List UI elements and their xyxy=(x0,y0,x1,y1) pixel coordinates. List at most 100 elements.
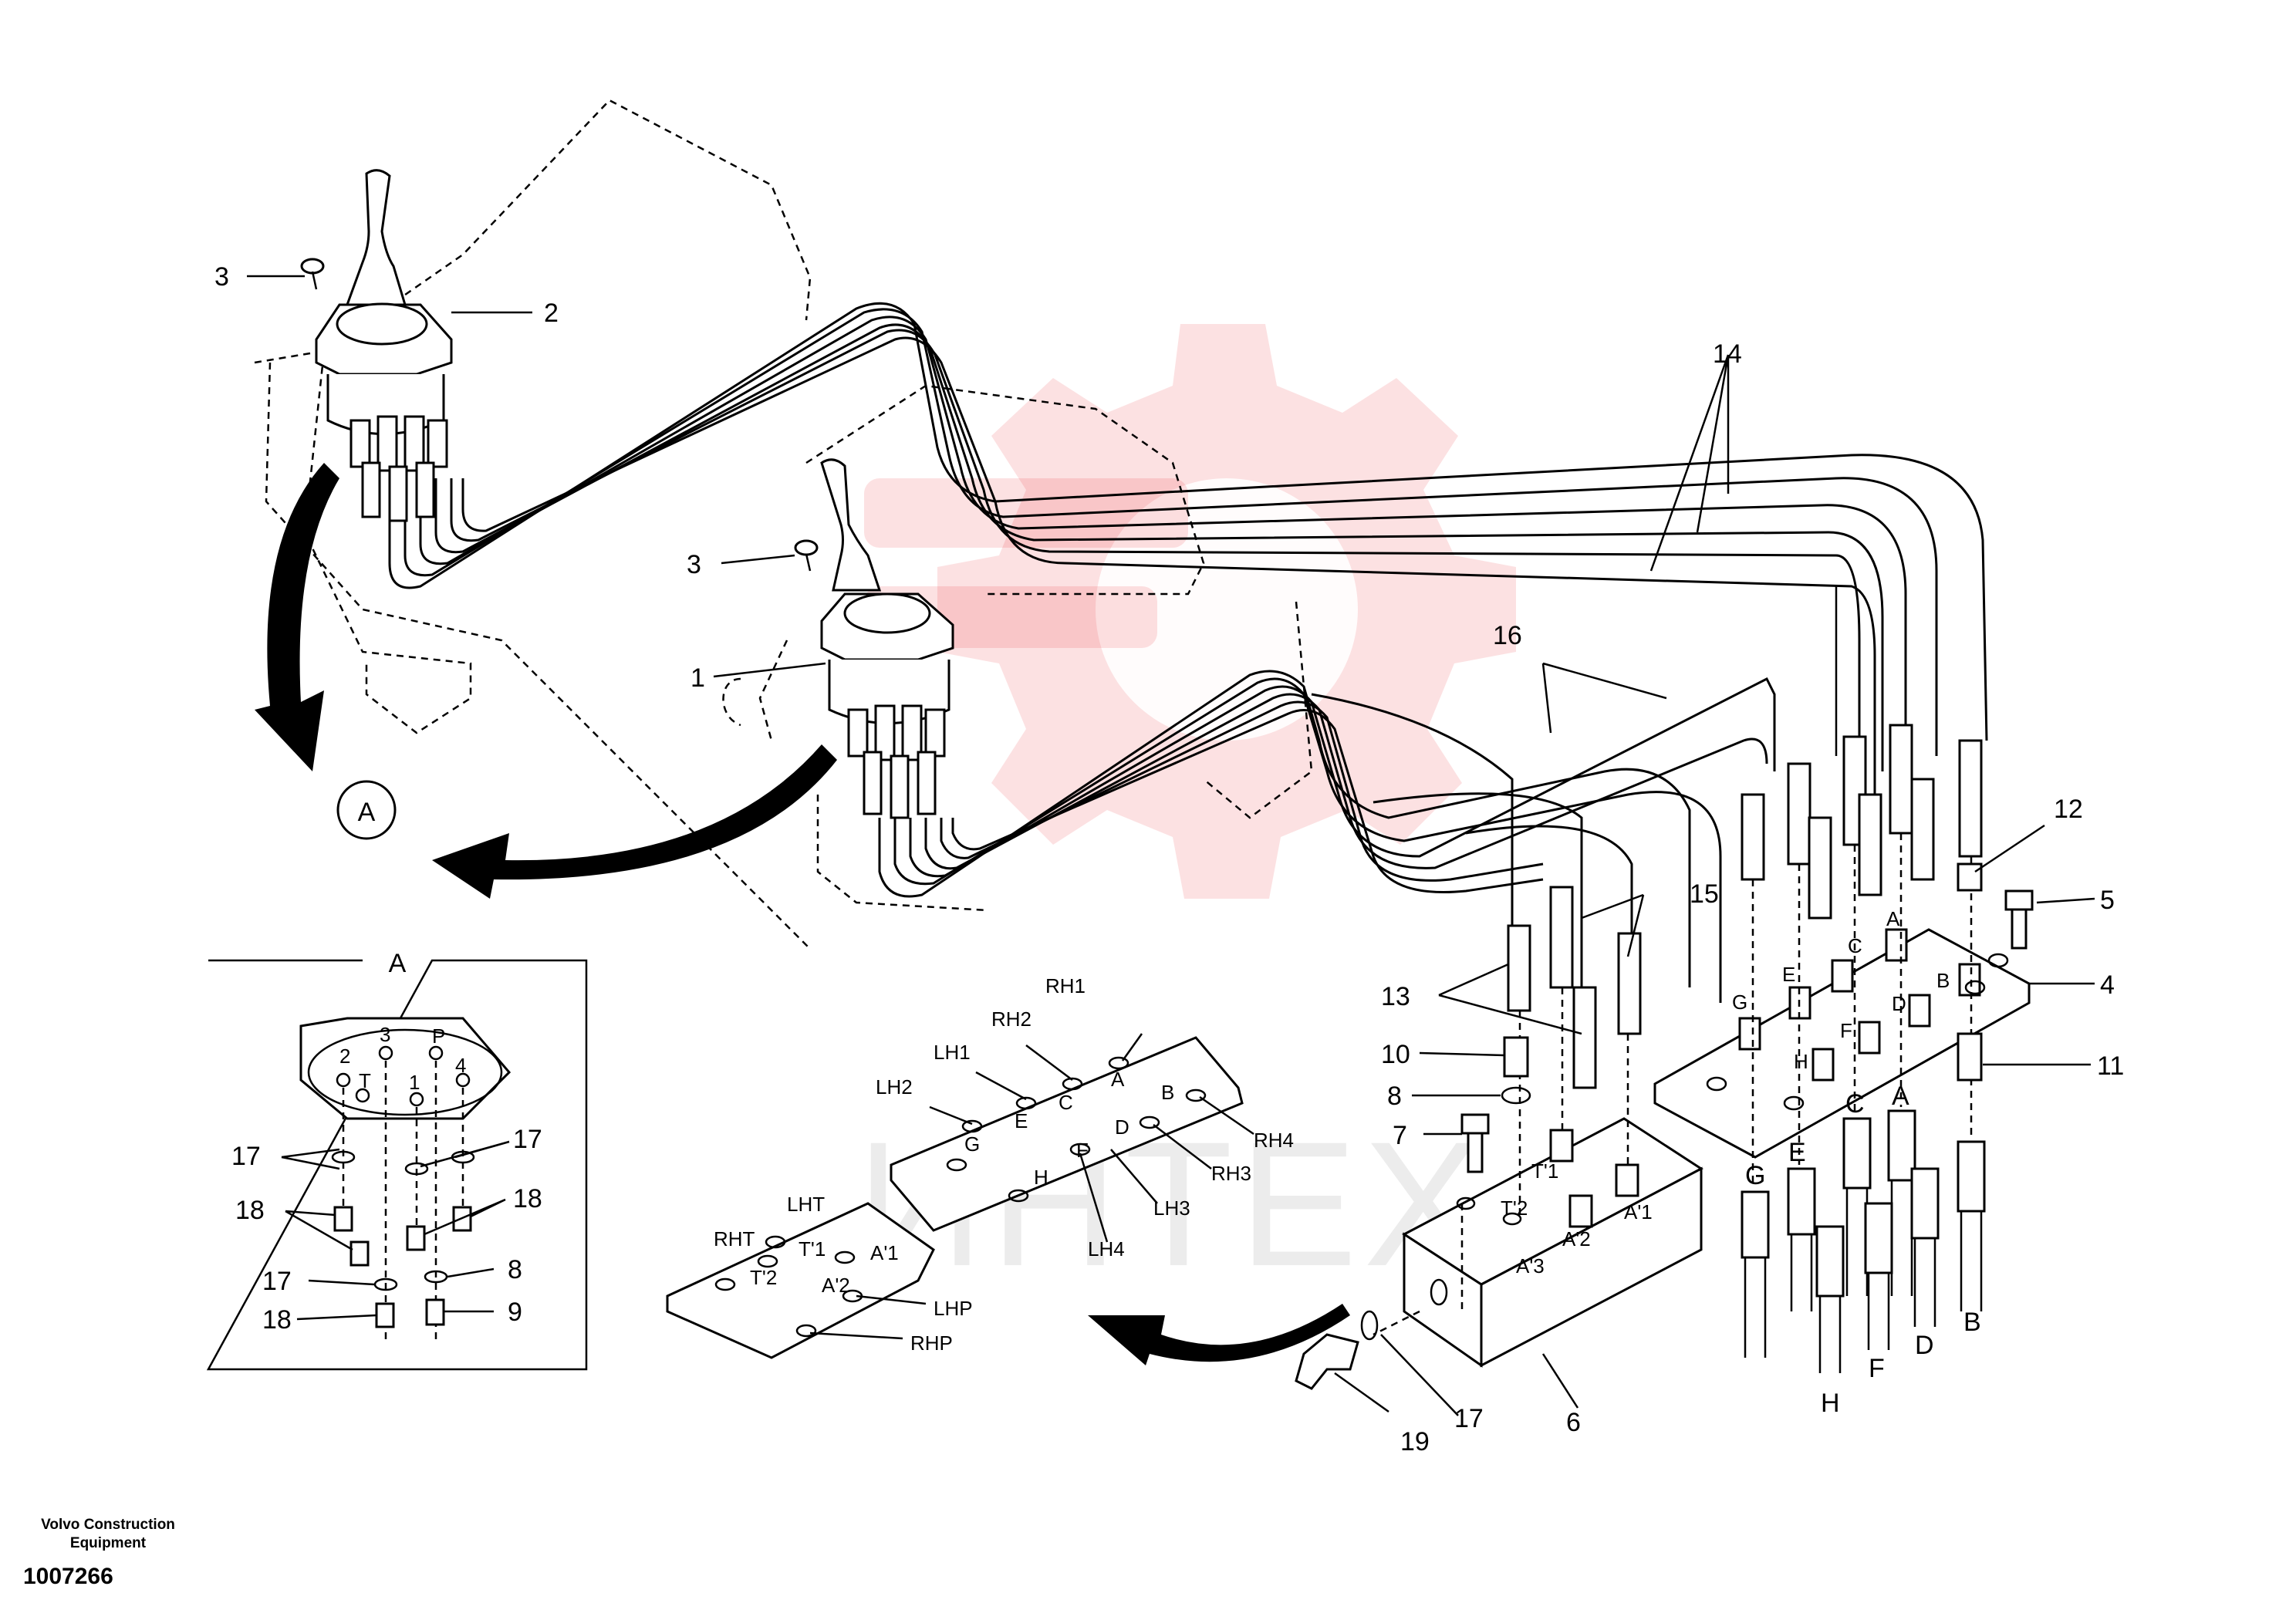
label-block-t2: T'2 xyxy=(1501,1196,1528,1220)
valve-plate-labels: A B C D E F G H xyxy=(1732,907,1950,1073)
lower-plate-labels: LHT RHT T'1 T'2 A'1 A'2 LHP RHP xyxy=(714,1193,973,1355)
label-lh1: LH1 xyxy=(934,1041,971,1064)
label-lower-a2: A'2 xyxy=(822,1274,850,1297)
detail-port-2: 2 xyxy=(339,1045,350,1068)
callout-11: 11 xyxy=(2097,1051,2124,1081)
label-lower-a1: A'1 xyxy=(870,1241,899,1264)
label-hose-b: B xyxy=(1963,1308,1981,1337)
callout-9: 9 xyxy=(508,1298,522,1327)
callout-6: 6 xyxy=(1566,1408,1581,1437)
upper-plate-holes xyxy=(946,1056,1207,1203)
callout-8-detail: 8 xyxy=(508,1255,522,1284)
label-vp-b: B xyxy=(1936,969,1950,992)
label-hose-c: C xyxy=(1845,1089,1865,1119)
hose-end-e xyxy=(1787,1167,1816,1311)
bolt-5-icon xyxy=(2004,889,2034,950)
valve-plate-fittings xyxy=(1738,928,1981,1082)
detail-marker-label: A xyxy=(358,798,376,827)
callout-1: 1 xyxy=(690,663,705,693)
hose-end-d xyxy=(1910,1167,1940,1327)
label-hose-a: A xyxy=(1892,1082,1909,1111)
callout-16: 16 xyxy=(1493,621,1522,650)
label-rh3: RH3 xyxy=(1211,1162,1251,1185)
detail-dashed-lines xyxy=(342,1061,464,1342)
hose-end-labels: G E C A H F D B xyxy=(1745,1082,1981,1418)
label-plate-d: D xyxy=(1115,1115,1129,1139)
cab-outline xyxy=(254,99,1313,950)
callout-12: 12 xyxy=(2054,795,2083,824)
callout-3-lower: 3 xyxy=(687,550,701,579)
hose-end-b xyxy=(1957,1140,1986,1311)
valve-block-labels: T'1 T'2 A'1 A'2 A'3 xyxy=(1501,1159,1653,1277)
label-plate-g: G xyxy=(964,1132,980,1156)
joystick-lower-fittings xyxy=(847,704,946,819)
callout-17-main: 17 xyxy=(1454,1404,1484,1433)
o-ring-17-icon xyxy=(1360,1310,1379,1341)
detail-marker-a: A xyxy=(336,780,397,840)
hose-end-f xyxy=(1864,1202,1893,1350)
callout-10: 10 xyxy=(1381,1040,1410,1069)
label-plate-h: H xyxy=(1034,1166,1048,1189)
detail-port-1: 1 xyxy=(409,1071,420,1094)
label-lower-t2: T'2 xyxy=(750,1266,777,1289)
hose-end-fittings-lower xyxy=(1741,1109,1986,1373)
lower-plate xyxy=(666,1202,935,1359)
callout-8-main: 8 xyxy=(1387,1082,1402,1111)
label-block-t1: T'1 xyxy=(1531,1159,1558,1183)
label-plate-a: A xyxy=(1111,1068,1125,1091)
label-block-a2: A'2 xyxy=(1562,1227,1591,1250)
hose-end-g xyxy=(1741,1190,1770,1358)
detail-port-p: P xyxy=(432,1024,445,1048)
callout-5: 5 xyxy=(2100,886,2115,915)
hose-bundle-lower xyxy=(878,670,1776,1003)
detail-port-3: 3 xyxy=(380,1023,390,1046)
joystick-upper xyxy=(315,169,453,522)
valve-plate xyxy=(1653,928,2031,1159)
label-hose-f: F xyxy=(1869,1354,1885,1383)
fitting-10-icon xyxy=(1503,1036,1529,1078)
label-rhp: RHP xyxy=(910,1331,953,1355)
assembly-dashed-lines xyxy=(1373,833,1973,1336)
label-rh1: RH1 xyxy=(1045,974,1086,997)
valve-block-fittings xyxy=(1456,1129,1639,1228)
label-lhp: LHP xyxy=(934,1297,973,1320)
label-plate-f: F xyxy=(1076,1139,1089,1162)
screw-lower-icon xyxy=(794,539,819,572)
label-hose-h: H xyxy=(1821,1389,1840,1418)
watermark-gear-icon xyxy=(864,324,1516,899)
label-vp-f: F xyxy=(1840,1019,1852,1042)
label-hose-e: E xyxy=(1788,1138,1806,1167)
callout-3-upper: 3 xyxy=(214,262,229,292)
label-hose-g: G xyxy=(1745,1161,1765,1190)
hose-bundle-upper xyxy=(388,302,1988,864)
callout-18-detail-bottom: 18 xyxy=(262,1305,292,1335)
callout-18-detail-right: 18 xyxy=(513,1184,542,1213)
arrow-to-plate-icon xyxy=(1088,1304,1350,1365)
label-hose-d: D xyxy=(1915,1331,1934,1360)
detail-port-holes xyxy=(336,1045,471,1107)
watermark: ИНТЕХ xyxy=(856,324,1516,1303)
detail-port-4: 4 xyxy=(455,1054,466,1077)
hose-end-h xyxy=(1815,1225,1845,1373)
leader-lines xyxy=(247,275,2095,1416)
callout-2: 2 xyxy=(544,299,559,328)
label-vp-g: G xyxy=(1732,991,1747,1014)
bolt-7-icon xyxy=(1460,1113,1490,1173)
label-lh4: LH4 xyxy=(1088,1237,1125,1261)
label-block-a1: A'1 xyxy=(1624,1200,1653,1223)
elbow-fitting-19-icon xyxy=(1295,1333,1359,1390)
callout-17-detail-right: 17 xyxy=(513,1125,542,1154)
callout-15: 15 xyxy=(1690,879,1719,909)
brand-line-2: Equipment xyxy=(69,1535,147,1551)
label-lh3: LH3 xyxy=(1153,1196,1190,1220)
label-lower-t1: T'1 xyxy=(799,1237,826,1261)
callout-19: 19 xyxy=(1400,1427,1430,1456)
drawing-number: 1007266 xyxy=(23,1564,113,1589)
brand-line-1: Volvo Construction xyxy=(41,1517,175,1533)
o-ring-8-icon xyxy=(1501,1086,1531,1105)
arrow-to-detail-upper-icon xyxy=(255,463,339,771)
valve-plate-holes xyxy=(1706,953,2009,1111)
fitting-12-icon xyxy=(1957,862,1983,892)
screw-upper-icon xyxy=(300,258,325,290)
joystick-lower xyxy=(820,458,954,819)
